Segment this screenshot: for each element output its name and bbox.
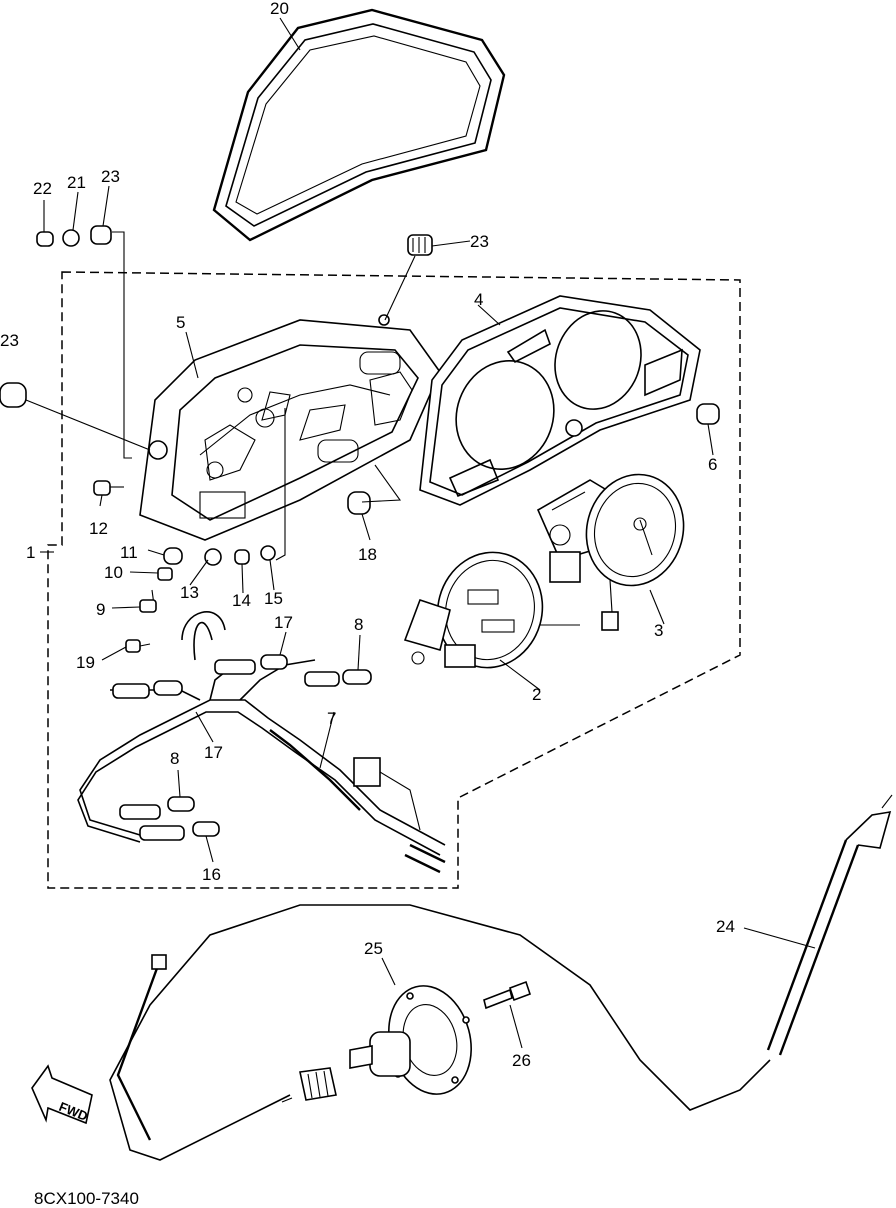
callout-24: 24 [716,917,735,936]
part-wire-harness [77,611,446,874]
part-grommet-23-right [407,234,433,256]
part-grommet-18 [347,491,371,515]
callout-8-bottom: 8 [170,749,179,768]
callout-8-top: 8 [354,615,363,634]
callout-23-top: 23 [101,167,120,186]
assembly-boundary [47,271,741,889]
callout-23-left: 23 [0,331,19,350]
part-grommet-23-top [90,225,112,245]
callout-26: 26 [512,1051,531,1070]
drawing-code: 8CX100-7340 [34,1189,139,1208]
part-meter-panel [419,295,701,506]
part-nut-22 [36,231,54,247]
part-washer-15 [260,545,276,561]
callout-labels: 20 22 21 23 23 23 4 5 6 12 1 11 18 10 13… [0,0,735,1070]
fwd-direction-arrow-icon: FWD [31,1064,93,1125]
part-meter-cover [212,8,506,242]
callout-20: 20 [270,0,289,18]
part-bulb-17-top [260,654,288,670]
callout-14: 14 [232,591,251,610]
callout-15: 15 [264,589,283,608]
callout-6: 6 [708,455,717,474]
callout-16: 16 [202,865,221,884]
socket-c [214,659,256,675]
socket-e [139,825,185,841]
socket-b [304,671,340,687]
callout-7: 7 [327,709,336,728]
socket-a [112,683,150,699]
part-screw-19 [125,639,151,653]
part-screw-12 [93,480,124,496]
part-tachometer [536,473,685,631]
part-washer-11 [163,547,183,565]
callout-17-bottom: 17 [204,743,223,762]
part-grommet-6 [696,403,720,425]
callout-9: 9 [96,600,105,619]
part-bulb-8-bottom [167,796,195,812]
callout-2: 2 [532,685,541,704]
part-pin-26 [483,980,532,1010]
part-washer-21 [62,229,80,247]
callout-5: 5 [176,313,185,332]
part-bulb-16 [192,821,220,837]
callout-13: 13 [180,583,199,602]
part-gear-unit [281,985,472,1103]
part-speedometer [403,551,580,669]
callout-22: 22 [33,179,52,198]
callout-10: 10 [104,563,123,582]
callout-12: 12 [89,519,108,538]
callout-17-top: 17 [274,613,293,632]
part-nut-10 [157,567,173,581]
part-washer-13 [204,548,222,566]
callout-1: 1 [26,543,35,562]
leader-lines [25,17,816,1049]
part-washer-14 [234,549,250,565]
part-meter-case [139,314,441,541]
callout-25: 25 [364,939,383,958]
callout-4: 4 [474,290,483,309]
socket-d [119,804,161,820]
part-bolt-9 [139,589,157,613]
callout-21: 21 [67,173,86,192]
callout-23-right: 23 [470,232,489,251]
callout-18: 18 [358,545,377,564]
part-speedometer-cable [109,794,893,1161]
callout-11: 11 [120,543,138,562]
part-bulb-8-top [342,669,372,685]
callout-3: 3 [654,621,663,640]
callout-19: 19 [76,653,95,672]
part-bulb-17-left [153,680,183,696]
part-grommet-23-left [0,382,27,408]
